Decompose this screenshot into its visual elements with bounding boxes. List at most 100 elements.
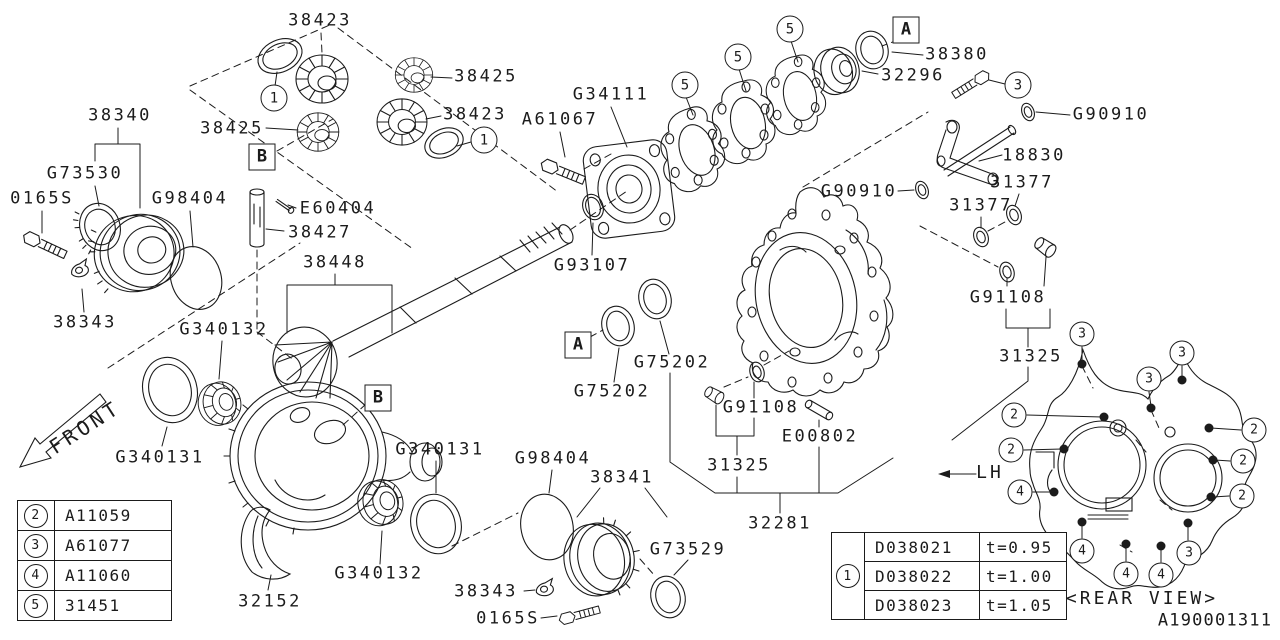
table-row: 3 A61077 <box>17 530 172 561</box>
shim-callout-1: 1 <box>836 564 860 588</box>
part-label-g93107: G93107 <box>553 255 631 276</box>
part-label-38425-right: 38425 <box>454 66 518 87</box>
part-label-g340131-left: G340131 <box>115 447 205 468</box>
drawing-retainer-gaskets <box>538 54 827 239</box>
legend-callout-3: 3 <box>24 533 48 558</box>
part-label-38343-left: 38343 <box>53 312 117 333</box>
part-label-38341: 38341 <box>590 467 654 488</box>
part-label-g34111: G34111 <box>572 84 650 105</box>
part-label-31377-upper: 31377 <box>990 172 1054 193</box>
rear-callout-2-e: 2 <box>1229 483 1255 509</box>
part-label-g340131-bottom: G340131 <box>395 439 485 460</box>
table-row: 4 A11060 <box>17 560 172 591</box>
drawing-extension-case <box>736 187 894 397</box>
drawing-diff-gears <box>257 38 464 159</box>
section-box-a-top: A <box>892 16 920 44</box>
rear-callout-3-d: 3 <box>1176 540 1202 566</box>
rear-view-label: <REAR VIEW> <box>1065 588 1219 609</box>
table-row: 2 A11059 <box>17 500 172 531</box>
part-label-0165s-bottom: 0165S <box>476 608 540 629</box>
shim-part-d038023: D038023 <box>864 590 980 620</box>
shim-part-d038021: D038021 <box>864 532 980 562</box>
table-row: D038022 t=1.00 <box>832 561 1067 591</box>
part-label-g340132-bottom: G340132 <box>334 563 424 584</box>
callout-1-b: 1 <box>470 126 498 154</box>
table-row: 1 D038021 t=0.95 <box>831 532 1067 620</box>
legend-callout-2: 2 <box>24 503 48 528</box>
rear-callout-4-a: 4 <box>1007 479 1033 505</box>
front-arrow <box>18 393 107 468</box>
callout-5-b: 5 <box>724 43 752 71</box>
rear-callout-3-b: 3 <box>1169 340 1195 366</box>
part-label-g75202-lower: G75202 <box>573 381 651 402</box>
leader-lines <box>41 40 1071 619</box>
drawing-top-right-hardware <box>813 30 1059 283</box>
part-label-g73530: G73530 <box>46 163 124 184</box>
rear-callout-2-a: 2 <box>1001 402 1027 428</box>
part-label-g91108-left: G91108 <box>722 397 800 418</box>
part-label-38380: 38380 <box>925 44 989 65</box>
callout-5-a: 5 <box>671 71 699 99</box>
part-label-38340: 38340 <box>88 105 152 126</box>
part-label-g75202-upper: G75202 <box>633 352 711 373</box>
part-label-38343-bottom: 38343 <box>454 581 518 602</box>
part-label-38425-left: 38425 <box>200 118 264 139</box>
part-label-g98404-bottom: G98404 <box>514 448 592 469</box>
rear-view-bolt-dots <box>1049 359 1218 551</box>
legend-part-a11059: A11059 <box>54 500 172 531</box>
part-label-32296: 32296 <box>881 65 945 86</box>
rear-callout-4-b: 4 <box>1069 538 1095 564</box>
legend-part-a11060: A11060 <box>54 560 172 591</box>
part-label-e60404: E60404 <box>299 198 377 219</box>
part-label-38423-right: 38423 <box>443 104 507 125</box>
rear-callout-3-a: 3 <box>1069 321 1095 347</box>
rear-callout-2-d: 2 <box>1230 448 1256 474</box>
lh-arrow <box>938 470 977 478</box>
rear-callout-4-d: 4 <box>1148 562 1174 588</box>
section-box-b-mid: B <box>364 384 392 412</box>
construction-lines <box>107 23 1160 577</box>
part-label-g90910-right: G90910 <box>1072 104 1150 125</box>
part-label-g91108-right: G91108 <box>969 287 1047 308</box>
rear-callout-3-c: 3 <box>1136 366 1162 392</box>
part-label-32152: 32152 <box>238 591 302 612</box>
part-label-31325-right: 31325 <box>999 346 1063 367</box>
shim-thickness-105: t=1.05 <box>979 590 1067 620</box>
shim-thickness-100: t=1.00 <box>979 561 1067 591</box>
rear-callout-4-c: 4 <box>1113 561 1139 587</box>
section-box-b-top: B <box>248 143 276 171</box>
lh-label: LH <box>976 462 1004 483</box>
rear-callout-2-c: 2 <box>1241 417 1267 443</box>
part-label-18830: 18830 <box>1002 145 1066 166</box>
part-label-g73529: G73529 <box>649 539 727 560</box>
part-label-0165s-top: 0165S <box>10 188 74 209</box>
drawing-lower-middle-hardware <box>520 278 834 626</box>
part-label-g90910-left: G90910 <box>820 181 898 202</box>
part-label-g340132-top: G340132 <box>179 319 269 340</box>
legend-callout-5: 5 <box>24 593 48 618</box>
drawing-differential-carrier <box>142 356 462 580</box>
part-label-g98404-left: G98404 <box>151 188 229 209</box>
part-label-32281: 32281 <box>748 513 812 534</box>
part-label-38423-top: 38423 <box>288 10 352 31</box>
callout-5-c: 5 <box>776 15 804 43</box>
section-box-a-left: A <box>564 331 592 359</box>
part-label-38448: 38448 <box>303 252 367 273</box>
legend-part-31451: 31451 <box>54 590 172 621</box>
part-label-e00802: E00802 <box>781 426 859 447</box>
shim-part-d038022: D038022 <box>864 561 980 591</box>
drawing-38427-pin <box>249 188 295 248</box>
legend-part-a61077: A61077 <box>54 530 172 561</box>
drawing-number: A190001311 <box>1157 610 1273 631</box>
drawing-38340-cluster <box>20 202 223 310</box>
part-label-38427: 38427 <box>288 222 352 243</box>
callout-legend-table: 2 A11059 3 A61077 4 A11060 5 31451 <box>17 500 172 621</box>
table-row: 5 31451 <box>17 590 172 621</box>
part-label-a61067: A61067 <box>521 109 599 130</box>
legend-callout-4: 4 <box>24 563 48 588</box>
drawing-38448-shaft <box>272 193 604 399</box>
part-label-31325-left: 31325 <box>707 455 771 476</box>
shim-selection-table: 1 D038021 t=0.95 D038022 t=1.00 D038023 … <box>831 532 1067 620</box>
